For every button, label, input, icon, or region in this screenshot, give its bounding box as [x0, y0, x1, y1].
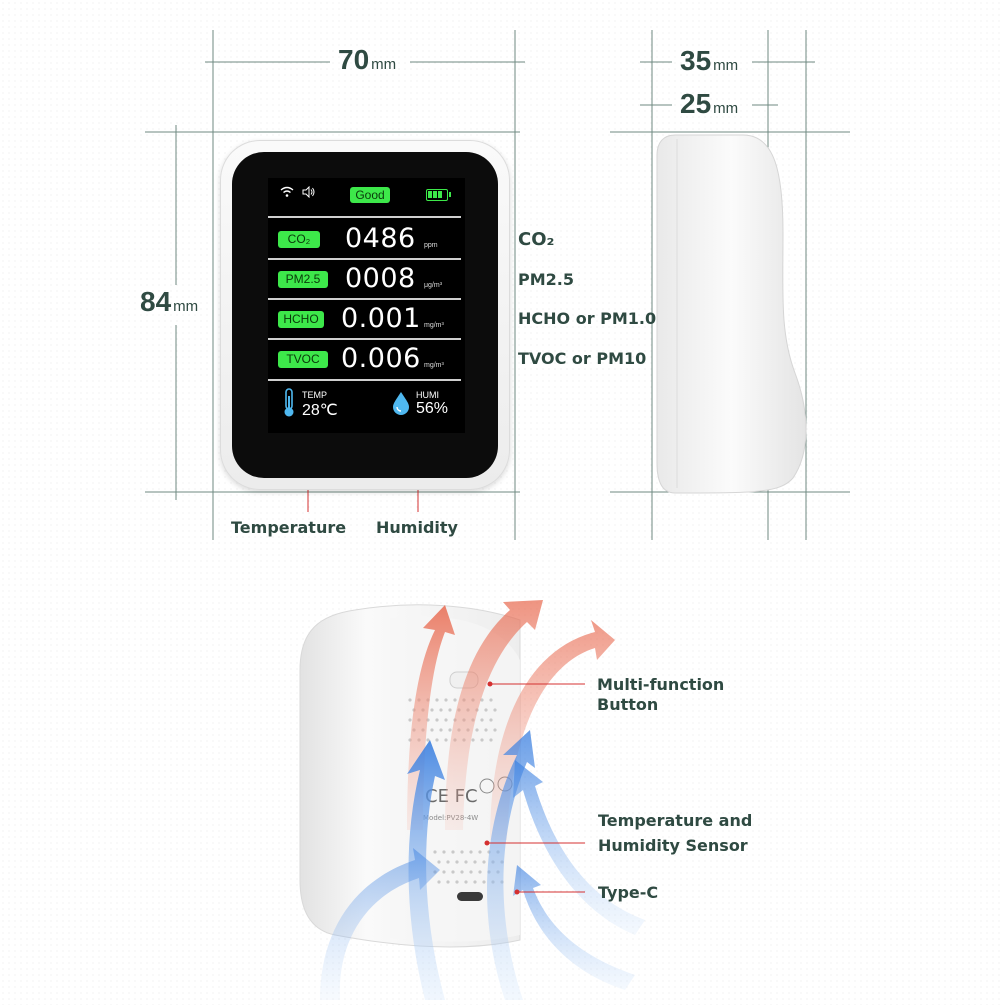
wifi-icon [280, 186, 294, 201]
callout-multi-function-line2: Button [597, 695, 659, 714]
temp-label: TEMP [302, 390, 328, 400]
depth-value: 35 [680, 45, 712, 76]
tvoc-value: 0.006 [341, 343, 421, 374]
hcho-tag: HCHO [278, 311, 324, 328]
callout-type-c: Type-C [598, 883, 659, 902]
divider [268, 258, 461, 260]
pm25-tag: PM2.5 [278, 271, 328, 288]
depth-unit: mm [713, 57, 739, 74]
reading-row-hcho: HCHO 0.001 mg/m³ [268, 300, 465, 338]
divider [268, 298, 461, 300]
callout-pm25: PM2.5 [518, 270, 574, 289]
hcho-unit: mg/m³ [424, 322, 444, 329]
callout-humidity: Humidity [376, 518, 458, 537]
co2-value: 0486 [345, 223, 416, 254]
tvoc-tag: TVOC [278, 351, 328, 368]
humi-value: 56% [416, 400, 449, 417]
status-row: Good [268, 184, 465, 206]
thermometer-icon [282, 388, 296, 423]
divider [268, 216, 461, 218]
humi-label: HUMI [416, 390, 439, 400]
callout-multi-function-button: Multi-function Button [597, 675, 724, 715]
depth-inner-unit: mm [713, 100, 739, 117]
tvoc-unit: mg/m³ [424, 362, 444, 369]
width-value: 70 [338, 44, 370, 75]
callout-sensor: Temperature and Humidity Sensor [598, 808, 752, 858]
speaker-icon [302, 185, 316, 201]
callout-multi-function-line1: Multi-function [597, 675, 725, 694]
width-unit: mm [371, 56, 397, 73]
co2-unit: ppm [424, 242, 438, 249]
pm25-unit: μg/m³ [424, 282, 443, 289]
divider [268, 338, 461, 340]
callout-tvoc: TVOC or PM10 [518, 349, 647, 368]
temp-value: 28℃ [302, 402, 338, 419]
device-back-view: CE FC Model:PV28-4W [295, 590, 775, 1005]
callout-temperature: Temperature [231, 518, 347, 537]
reading-row-tvoc: TVOC 0.006 mg/m³ [268, 340, 465, 378]
height-value: 84 [140, 286, 172, 317]
height-unit: mm [173, 298, 199, 315]
device-side-view [655, 133, 815, 503]
battery-icon [426, 189, 451, 201]
depth-inner-value: 25 [680, 88, 712, 119]
device-screen: Good CO₂ 0486 ppm PM2.5 0008 μg/m³ HCHO … [268, 178, 465, 433]
air-quality-badge: Good [350, 187, 390, 203]
water-drop-icon [392, 391, 410, 420]
reading-row-co2: CO₂ 0486 ppm [268, 220, 465, 258]
callout-sensor-line1: Temperature and [598, 811, 753, 830]
callout-co2: CO₂ [518, 229, 555, 250]
reading-row-pm25: PM2.5 0008 μg/m³ [268, 260, 465, 298]
hcho-value: 0.001 [341, 303, 421, 334]
callout-hcho: HCHO or PM1.0 [518, 309, 657, 328]
divider [268, 379, 461, 381]
co2-tag: CO₂ [278, 231, 320, 248]
pm25-value: 0008 [345, 263, 416, 294]
callout-sensor-line2: Humidity Sensor [598, 836, 748, 855]
